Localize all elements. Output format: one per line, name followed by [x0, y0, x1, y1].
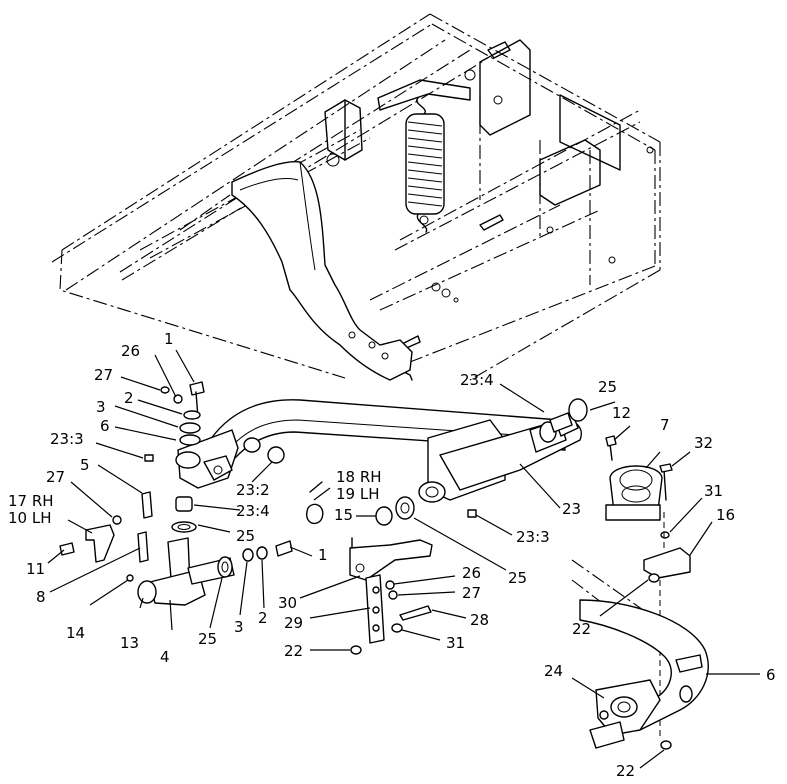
callout-18-rh: 18 RH [336, 468, 382, 486]
callout-23-4: 23:4 [236, 502, 270, 520]
callout-17-rh: 17 RH [8, 492, 54, 510]
right-clamp-assembly [605, 435, 691, 740]
callout-26: 26 [121, 342, 140, 360]
callout-8: 8 [36, 588, 46, 606]
chassis-brackets [324, 39, 654, 381]
front-axle-tube [209, 399, 582, 503]
callout-31: 31 [446, 634, 465, 652]
callout-26: 26 [462, 564, 481, 582]
callout-24: 24 [544, 662, 563, 680]
callout-25: 25 [598, 378, 617, 396]
callout-32: 32 [694, 434, 713, 452]
callout-1: 1 [164, 330, 174, 348]
callout-5: 5 [80, 456, 90, 474]
deck-side-plate [231, 160, 413, 381]
callout-6: 6 [766, 666, 776, 684]
callout-3: 3 [96, 398, 106, 416]
callout-23-4: 23:4 [460, 371, 494, 389]
callout-2: 2 [124, 389, 134, 407]
callout-16: 16 [716, 506, 735, 524]
callout-29: 29 [284, 614, 303, 632]
callout-10-lh: 10 LH [8, 509, 52, 527]
callout-25: 25 [198, 630, 217, 648]
steering-link [349, 537, 433, 655]
callout-31: 31 [704, 482, 723, 500]
callout-3: 3 [234, 618, 244, 636]
callout-labels: 1 26 27 2 3 6 23:3 5 27 17 RH 10 LH 11 8… [8, 330, 776, 780]
extension-spring [405, 97, 445, 233]
callout-28: 28 [470, 611, 489, 629]
callout-11: 11 [26, 560, 45, 578]
callout-19-lh: 19 LH [336, 485, 380, 503]
callout-23-2: 23:2 [236, 481, 270, 499]
callout-7: 7 [660, 416, 670, 434]
callout-30: 30 [278, 594, 297, 612]
callout-2: 2 [258, 609, 268, 627]
callout-27: 27 [94, 366, 113, 384]
callout-22: 22 [616, 762, 635, 780]
callout-27: 27 [462, 584, 481, 602]
callout-1: 1 [318, 546, 328, 564]
callout-27: 27 [46, 468, 65, 486]
callout-12: 12 [612, 404, 631, 422]
callout-23-3: 23:3 [516, 528, 550, 546]
chassis-frame [51, 13, 661, 381]
callout-25: 25 [236, 527, 255, 545]
bushings-middle [217, 398, 588, 578]
callout-4: 4 [160, 648, 170, 666]
leader-lines [47, 349, 760, 769]
callout-13: 13 [120, 634, 139, 652]
lower-axle-tube [571, 559, 709, 750]
callout-22: 22 [572, 620, 591, 638]
callout-23-3: 23:3 [50, 430, 84, 448]
callout-25: 25 [508, 569, 527, 587]
bolt-stack-left [144, 381, 205, 462]
callout-23: 23 [562, 500, 581, 518]
callout-22: 22 [284, 642, 303, 660]
callout-6: 6 [100, 417, 110, 435]
callout-14: 14 [66, 624, 85, 642]
callout-15: 15 [334, 506, 353, 524]
